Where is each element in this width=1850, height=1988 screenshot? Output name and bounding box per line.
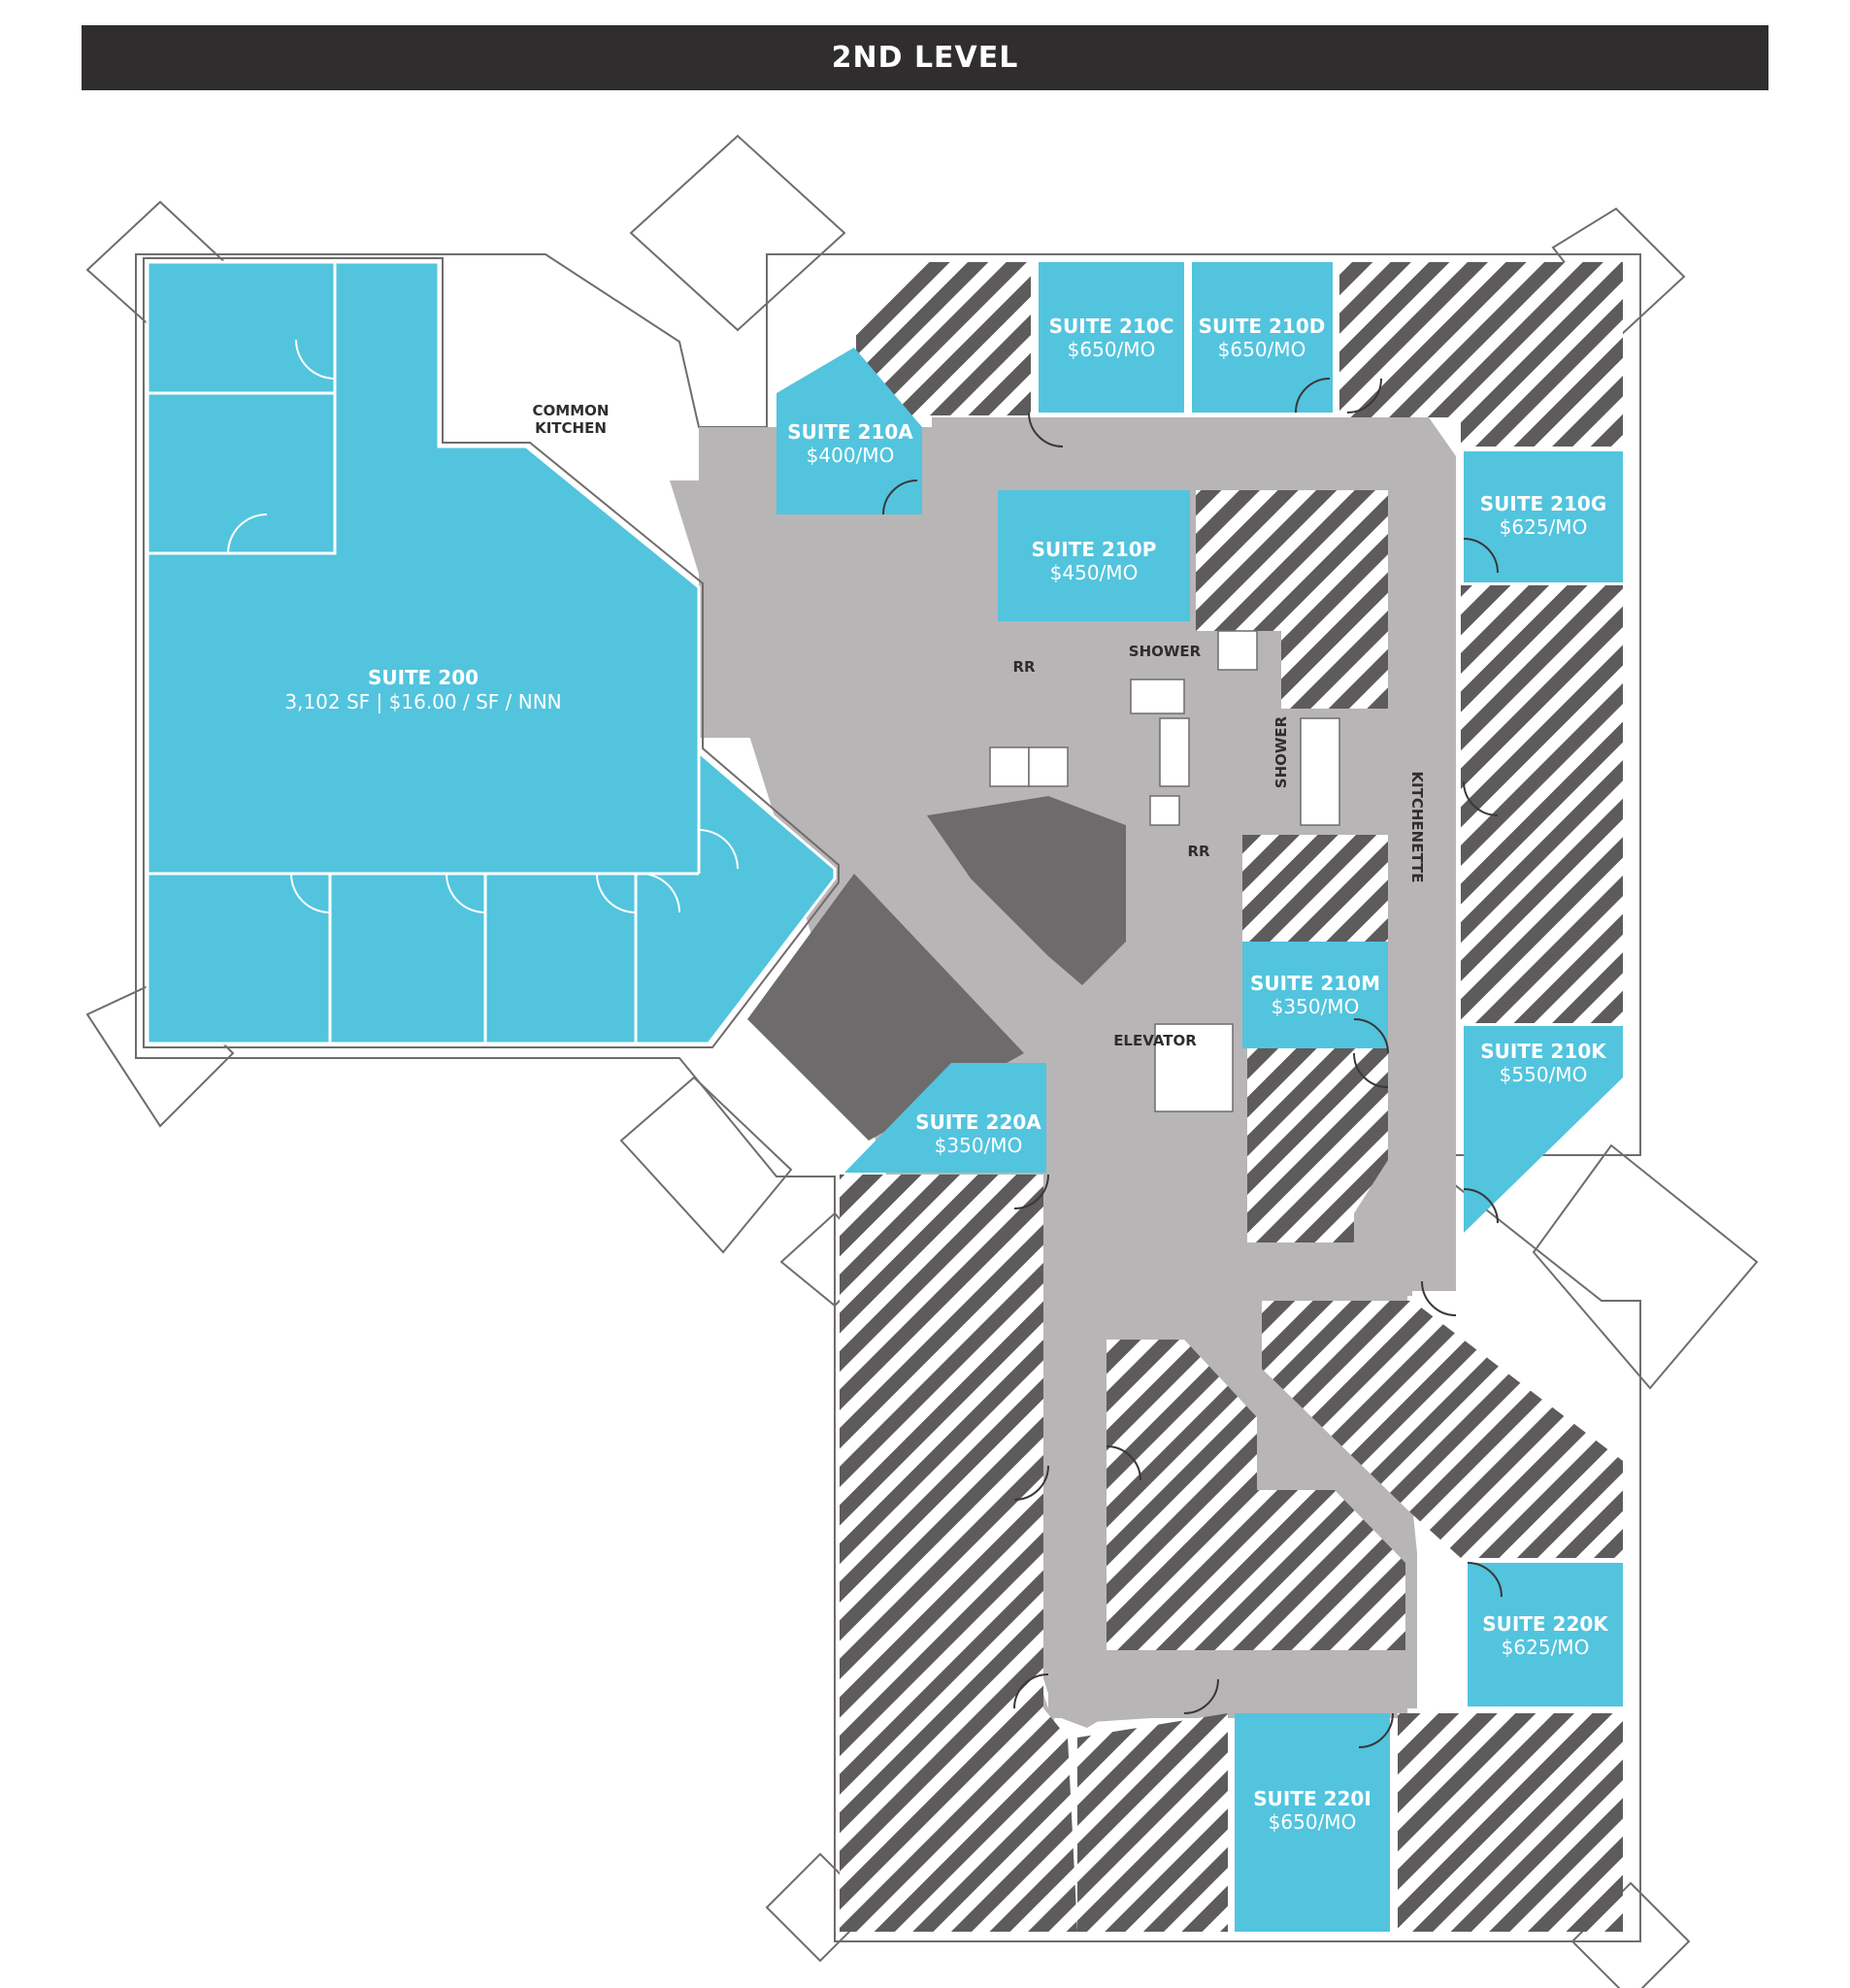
suite-210m-name: SUITE 210M: [1250, 972, 1380, 995]
suite-210g-name: SUITE 210G: [1480, 492, 1607, 515]
suite-200-area: [148, 262, 835, 1044]
suite-210k-price: $550/MO: [1500, 1063, 1588, 1086]
suite-210g-area: [1464, 451, 1623, 582]
suite-210c-area: [1039, 262, 1184, 413]
shower-top-label: SHOWER: [1129, 643, 1202, 660]
suite-220a-area: [844, 1063, 1046, 1173]
labels: SUITE 200 3,102 SF | $16.00 / SF / NNN S…: [284, 315, 1609, 1834]
suite-220k-area: [1468, 1563, 1623, 1706]
suite-210d-area: [1192, 262, 1333, 413]
suite-200-walls: [148, 262, 739, 1044]
restroom-block: [888, 630, 1340, 1112]
suite-220i-name: SUITE 220I: [1253, 1787, 1371, 1810]
suite-210k-area: [1464, 1026, 1623, 1233]
suite-210a-area: [776, 348, 922, 514]
suite-210d-name: SUITE 210D: [1199, 315, 1326, 338]
suite-210c-price: $650/MO: [1068, 338, 1156, 361]
level-header: 2ND LEVEL: [82, 25, 1768, 90]
suite-200-name: SUITE 200: [368, 666, 479, 689]
restroom-lower-label: RR: [1187, 843, 1210, 860]
shower-side-label: SHOWER: [1272, 715, 1290, 788]
suite-210c-name: SUITE 210C: [1049, 315, 1174, 338]
suite-220i-area: [1235, 1713, 1390, 1932]
suite-210p-price: $450/MO: [1050, 561, 1139, 584]
suite-220k-price: $625/MO: [1502, 1636, 1590, 1659]
common-kitchen-label-1: COMMON: [533, 402, 610, 419]
suite-210k-name: SUITE 210K: [1480, 1040, 1607, 1063]
suite-220a-price: $350/MO: [935, 1134, 1023, 1157]
available-suites: [148, 262, 1623, 1932]
suite-200-outer-frame: [143, 257, 840, 1048]
restroom-upper-label: RR: [1012, 658, 1036, 676]
suite-220i-price: $650/MO: [1269, 1810, 1357, 1834]
level-title: 2ND LEVEL: [831, 41, 1019, 75]
suite-210a-name: SUITE 210A: [787, 420, 913, 444]
suite-200-frame: [146, 260, 837, 1045]
suite-210p-area: [998, 490, 1190, 621]
common-kitchen-label-2: KITCHEN: [535, 419, 607, 437]
kitchenette-label: KITCHENETTE: [1408, 771, 1426, 882]
suite-200-price: 3,102 SF | $16.00 / SF / NNN: [284, 690, 561, 713]
door-swings: [882, 378, 1503, 1748]
leased-suites: [840, 262, 1623, 1932]
suite-210d-price: $650/MO: [1218, 338, 1306, 361]
suite-210m-area: [1242, 942, 1388, 1048]
suite-210a-price: $400/MO: [807, 444, 895, 467]
suite-210g-price: $625/MO: [1500, 515, 1588, 539]
suite-220a-name: SUITE 220A: [915, 1110, 1041, 1134]
elevator-label: ELEVATOR: [1113, 1032, 1197, 1049]
suite-220k-name: SUITE 220K: [1482, 1612, 1609, 1636]
suite-210m-price: $350/MO: [1272, 995, 1360, 1018]
suite-210p-name: SUITE 210P: [1032, 538, 1157, 561]
